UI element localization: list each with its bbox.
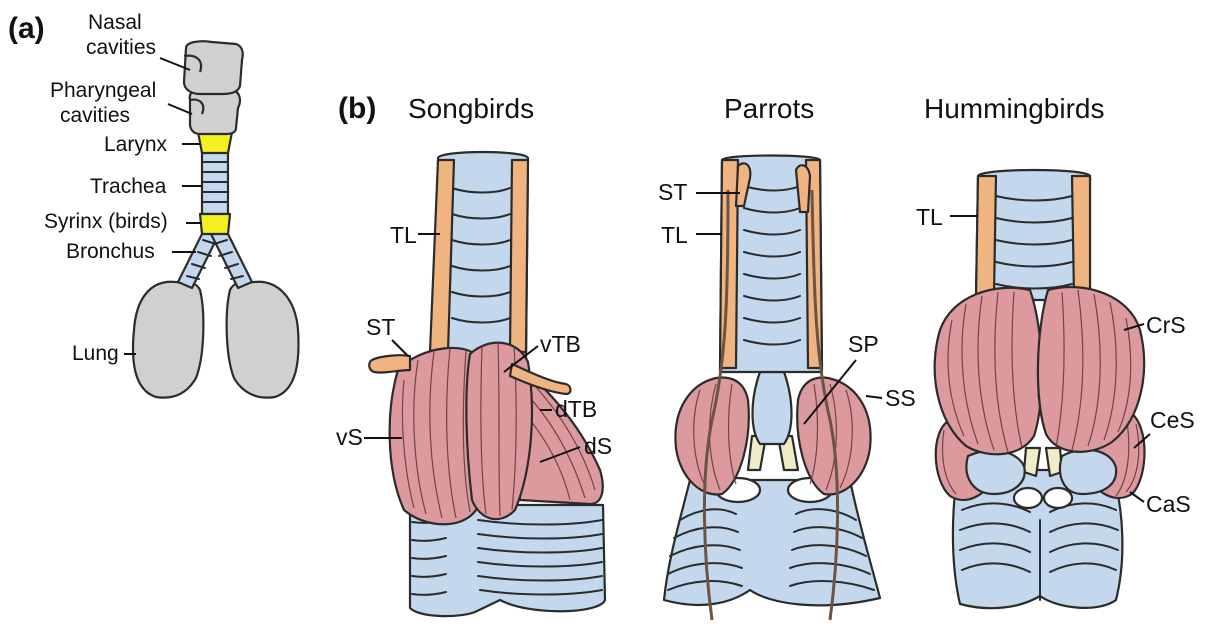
parrot-bronchi — [664, 480, 880, 605]
hummingbird-membrane-left — [1024, 448, 1040, 476]
hummingbird-tl-right — [1072, 176, 1090, 296]
parrot-pessulus — [753, 372, 792, 444]
hummingbird-label-CrS: CrS — [1146, 312, 1186, 338]
right-lung — [227, 282, 299, 398]
panel-a-letter: (a) — [8, 12, 45, 45]
panel-b: (b) Songbirds — [336, 92, 1195, 620]
parrots-title: Parrots — [724, 93, 814, 124]
songbird-tl-right — [510, 160, 528, 352]
songbird-label-vS: vS — [336, 424, 363, 450]
hummingbird-label-CeS: CeS — [1150, 407, 1195, 433]
pharyngeal-cavities — [190, 89, 240, 134]
hummingbird-lumen-left — [1014, 488, 1042, 508]
hummingbird-tl-left — [976, 176, 996, 296]
label-larynx: Larynx — [104, 133, 168, 156]
label-trachea: Trachea — [90, 175, 167, 198]
label-pharyngeal-line1: Pharyngeal — [50, 79, 156, 102]
parrot-syrinx: Parrots — [658, 93, 916, 620]
hummingbird-label-TL: TL — [916, 204, 943, 230]
larynx — [198, 132, 232, 153]
syrinx — [200, 214, 230, 234]
label-pharyngeal-line2: cavities — [60, 104, 130, 127]
songbirds-title: Songbirds — [408, 93, 534, 124]
label-nasal-cavities-line1: Nasal — [88, 11, 142, 34]
songbird-syrinx: Songbirds — [336, 93, 612, 616]
parrot-label-SS: SS — [885, 385, 916, 411]
label-bronchus: Bronchus — [66, 240, 155, 263]
songbird-label-dS: dS — [584, 433, 612, 459]
parrot-label-SP: SP — [848, 331, 879, 357]
panel-b-letter: (b) — [338, 92, 376, 125]
songbird-label-TL: TL — [390, 222, 417, 248]
hummingbird-label-CaS: CaS — [1146, 491, 1191, 517]
hummingbirds-title: Hummingbirds — [924, 93, 1105, 124]
songbird-st-muscle — [369, 355, 410, 372]
label-lung: Lung — [72, 342, 119, 365]
hummingbird-plate-left — [966, 451, 1024, 494]
songbird-label-vTB: vTB — [540, 331, 581, 357]
hummingbird-lumen-right — [1044, 488, 1072, 508]
label-nasal-cavities-line2: cavities — [86, 36, 156, 59]
songbird-label-dTB: dTB — [555, 396, 597, 422]
panel-a: (a) — [8, 11, 299, 398]
left-lung — [133, 282, 203, 398]
songbird-label-ST: ST — [366, 314, 395, 340]
hummingbird-syrinx: Hummingbirds — [916, 93, 1195, 608]
parrot-label-ST: ST — [658, 179, 687, 205]
nasal-cavities — [184, 41, 243, 94]
hummingbird-plate-right — [1060, 450, 1116, 494]
label-syrinx: Syrinx (birds) — [44, 210, 168, 233]
parrot-label-TL: TL — [661, 222, 688, 248]
